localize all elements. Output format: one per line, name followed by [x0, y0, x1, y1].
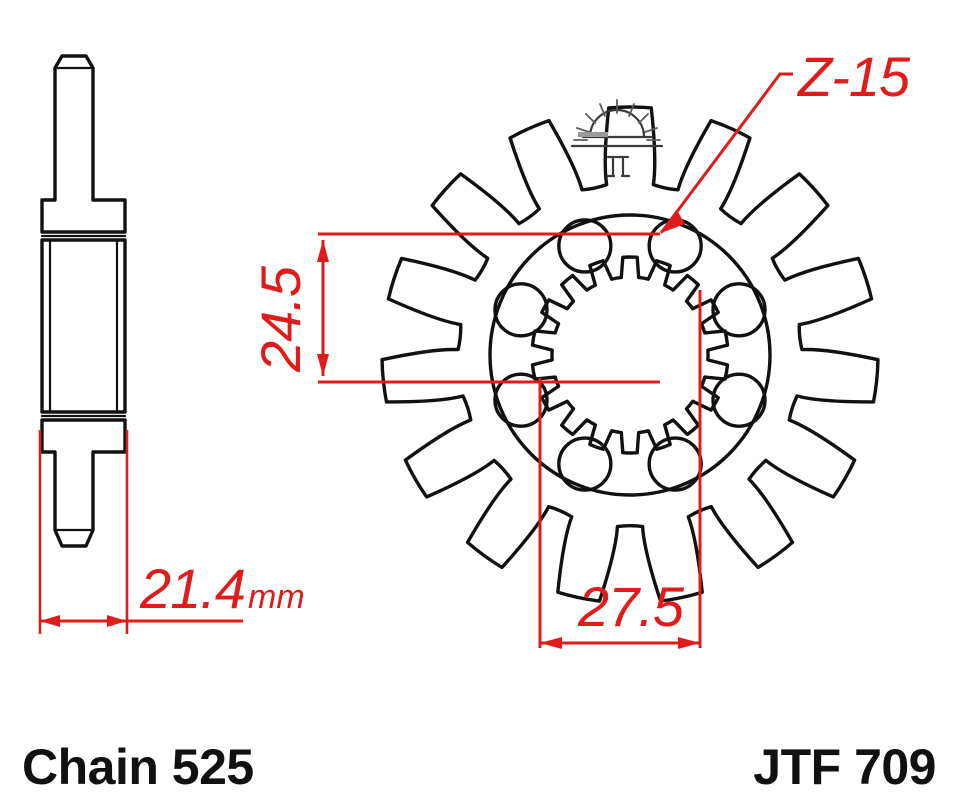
- lightening-holes: [493, 218, 767, 492]
- cross-section-side-view: [40, 54, 127, 548]
- dim-arrow-right: [678, 637, 700, 649]
- lightening-hole: [711, 372, 767, 428]
- dim-arrow-left: [540, 637, 562, 649]
- leader-arrow-z15: [661, 212, 685, 233]
- dimension-thickness-21-4: 21.4 mm: [38, 430, 305, 634]
- callout-tooth-count: Z-15: [659, 45, 912, 234]
- lightening-hole: [711, 282, 767, 338]
- dimension-label-hub-width: 27.5: [577, 575, 685, 638]
- callout-label-z15: Z-15: [796, 45, 911, 108]
- section-hub-wall: [40, 238, 127, 414]
- lightening-hole: [647, 218, 703, 274]
- dimension-label-spline-width: 24.5: [249, 265, 312, 373]
- dimension-unit-mm: mm: [248, 578, 305, 616]
- sprocket-tooth-profile: [380, 105, 880, 603]
- dimension-label-thickness: 21.4: [139, 557, 245, 620]
- lightening-hole: [493, 282, 549, 338]
- chain-spec-label: Chain 525: [22, 739, 254, 795]
- dim-arrow-top: [317, 240, 329, 262]
- lightening-hole: [493, 372, 549, 428]
- dimension-hub-width-27-5: 27.5: [538, 290, 702, 649]
- lightening-hole: [557, 218, 613, 274]
- splined-bore: [530, 255, 730, 455]
- jt-sprockets-sun-logo: [570, 99, 664, 178]
- dim-arrow-left: [40, 615, 60, 627]
- dim-arrow-bottom: [317, 354, 329, 376]
- logo-sub-mark: [605, 155, 631, 178]
- lightening-hole: [557, 436, 613, 492]
- logo-baseline-bar: [578, 132, 608, 137]
- dim-arrow-right: [107, 615, 127, 627]
- section-upper-body: [40, 54, 127, 234]
- dimension-spline-width-24-5: 24.5: [249, 232, 660, 384]
- hub-circle: [488, 213, 772, 497]
- leader-line-z15: [659, 72, 793, 234]
- section-lower-body: [40, 418, 127, 548]
- sprocket-face-view: [380, 99, 880, 603]
- lightening-hole: [647, 436, 703, 492]
- part-number-label: JTF 709: [753, 739, 936, 795]
